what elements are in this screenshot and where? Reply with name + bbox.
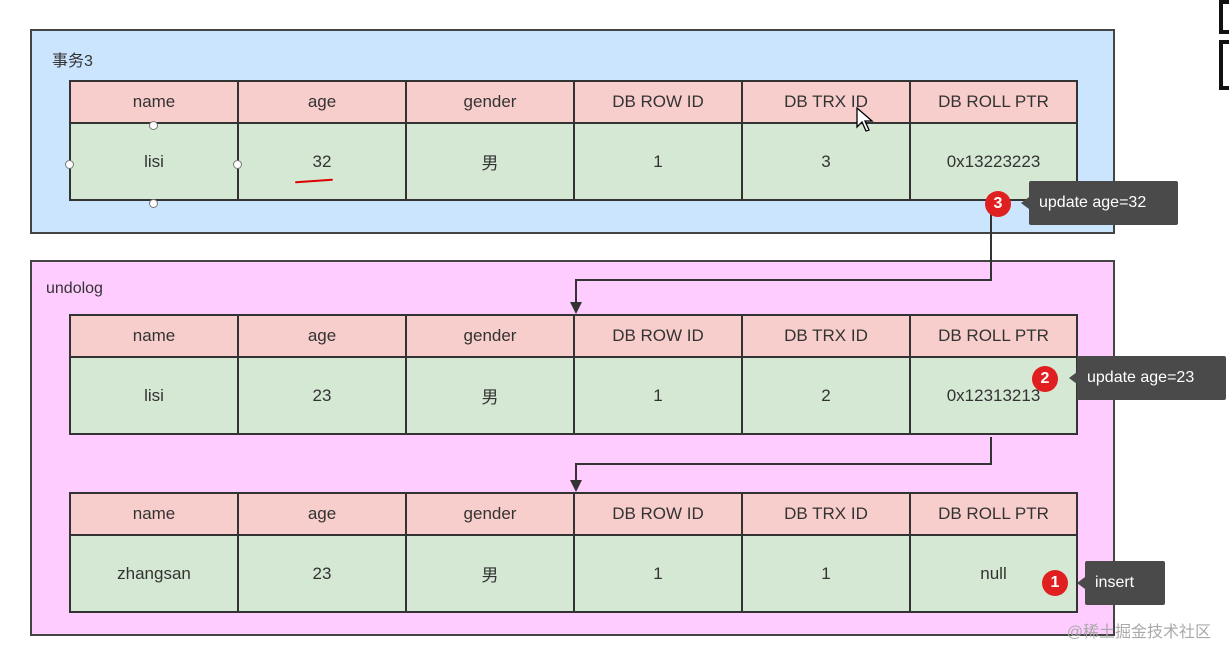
header-db-row-id: DB ROW ID [573,80,743,124]
cell-db-trx-id: 2 [741,356,911,435]
edge-mark-top [1219,0,1229,34]
header-gender: gender [405,80,575,124]
connector-3-to-undolog-1 [575,205,992,306]
header-age: age [237,80,407,124]
header-gender: gender [405,314,575,358]
header-db-roll-ptr: DB ROLL PTR [909,314,1078,358]
transaction-panel-title: 事务3 [52,53,93,70]
connector-undolog-1-to-undolog-2 [575,437,992,484]
selection-handle-bottom[interactable] [149,199,158,208]
selection-handle-left[interactable] [65,160,74,169]
header-db-trx-id: DB TRX ID [741,492,911,536]
watermark: @稀土掘金技术社区 [1066,624,1211,641]
cell-db-trx-id: 3 [741,122,911,201]
cell-age: 23 [237,534,407,613]
header-age: age [237,314,407,358]
header-db-roll-ptr: DB ROLL PTR [909,492,1078,536]
undolog-table-1: name age gender DB ROW ID DB TRX ID DB R… [69,314,1078,435]
arrowhead-down-2 [570,480,582,492]
table-header-row: name age gender DB ROW ID DB TRX ID DB R… [69,492,1078,536]
header-db-row-id: DB ROW ID [573,314,743,358]
header-db-trx-id: DB TRX ID [741,314,911,358]
table-row: zhangsan 23 男 1 1 null [69,534,1078,613]
step-badge-3: 3 [985,191,1011,217]
undolog-table-2: name age gender DB ROW ID DB TRX ID DB R… [69,492,1078,613]
cell-db-roll-ptr: 0x12313213 [909,356,1078,435]
step-tooltip-2: update age=23 [1069,356,1226,400]
cell-gender: 男 [405,122,575,201]
mouse-cursor-icon [856,107,874,132]
cell-age: 32 [237,122,407,201]
header-gender: gender [405,492,575,536]
header-name: name [69,314,239,358]
selection-handle-top[interactable] [149,121,158,130]
header-age: age [237,492,407,536]
header-name: name [69,492,239,536]
cell-name: zhangsan [69,534,239,613]
cell-db-row-id: 1 [573,534,743,613]
table-row: lisi 32 男 1 3 0x13223223 [69,122,1078,201]
table-row: lisi 23 男 1 2 0x12313213 [69,356,1078,435]
cell-db-row-id: 1 [573,122,743,201]
cell-gender: 男 [405,356,575,435]
step-tooltip-1: insert [1077,561,1165,605]
step-badge-1: 1 [1042,570,1068,596]
cell-db-trx-id: 1 [741,534,911,613]
cell-name[interactable]: lisi [69,122,239,201]
undolog-panel-title: undolog [46,280,103,297]
cell-age: 23 [237,356,407,435]
cell-db-row-id: 1 [573,356,743,435]
edge-mark-bottom [1219,40,1229,90]
step-tooltip-3: update age=32 [1021,181,1178,225]
step-badge-2: 2 [1032,366,1058,392]
cell-name: lisi [69,356,239,435]
table-header-row: name age gender DB ROW ID DB TRX ID DB R… [69,314,1078,358]
selection-handle-right[interactable] [233,160,242,169]
header-db-roll-ptr: DB ROLL PTR [909,80,1078,124]
header-db-trx-id: DB TRX ID [741,80,911,124]
arrowhead-down-1 [570,302,582,314]
cell-gender: 男 [405,534,575,613]
header-db-row-id: DB ROW ID [573,492,743,536]
